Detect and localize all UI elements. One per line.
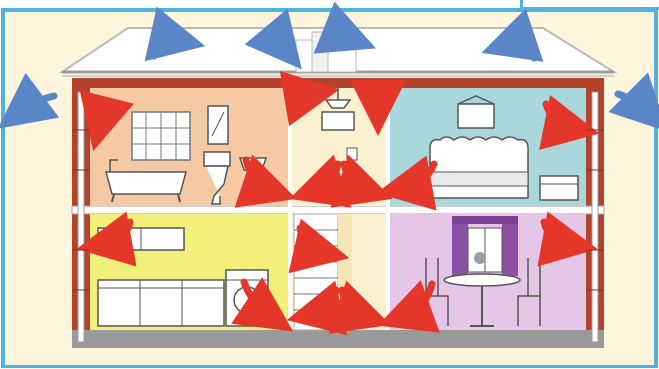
light-switch-icon [347,148,357,160]
chest-icon [540,176,578,200]
picture-frame-icon [322,112,354,130]
ground-floor-base [72,330,604,348]
mirror-icon [208,106,228,144]
kitchen-counter-icon [98,280,224,326]
bed-icon [430,137,528,198]
window-icon [132,112,190,160]
washing-machine-icon [226,270,268,326]
